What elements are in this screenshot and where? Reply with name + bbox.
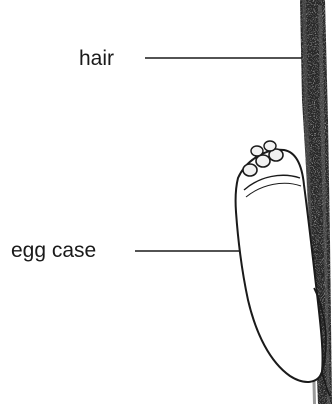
label-hair: hair (79, 47, 114, 70)
label-egg-case: egg case (11, 239, 96, 262)
